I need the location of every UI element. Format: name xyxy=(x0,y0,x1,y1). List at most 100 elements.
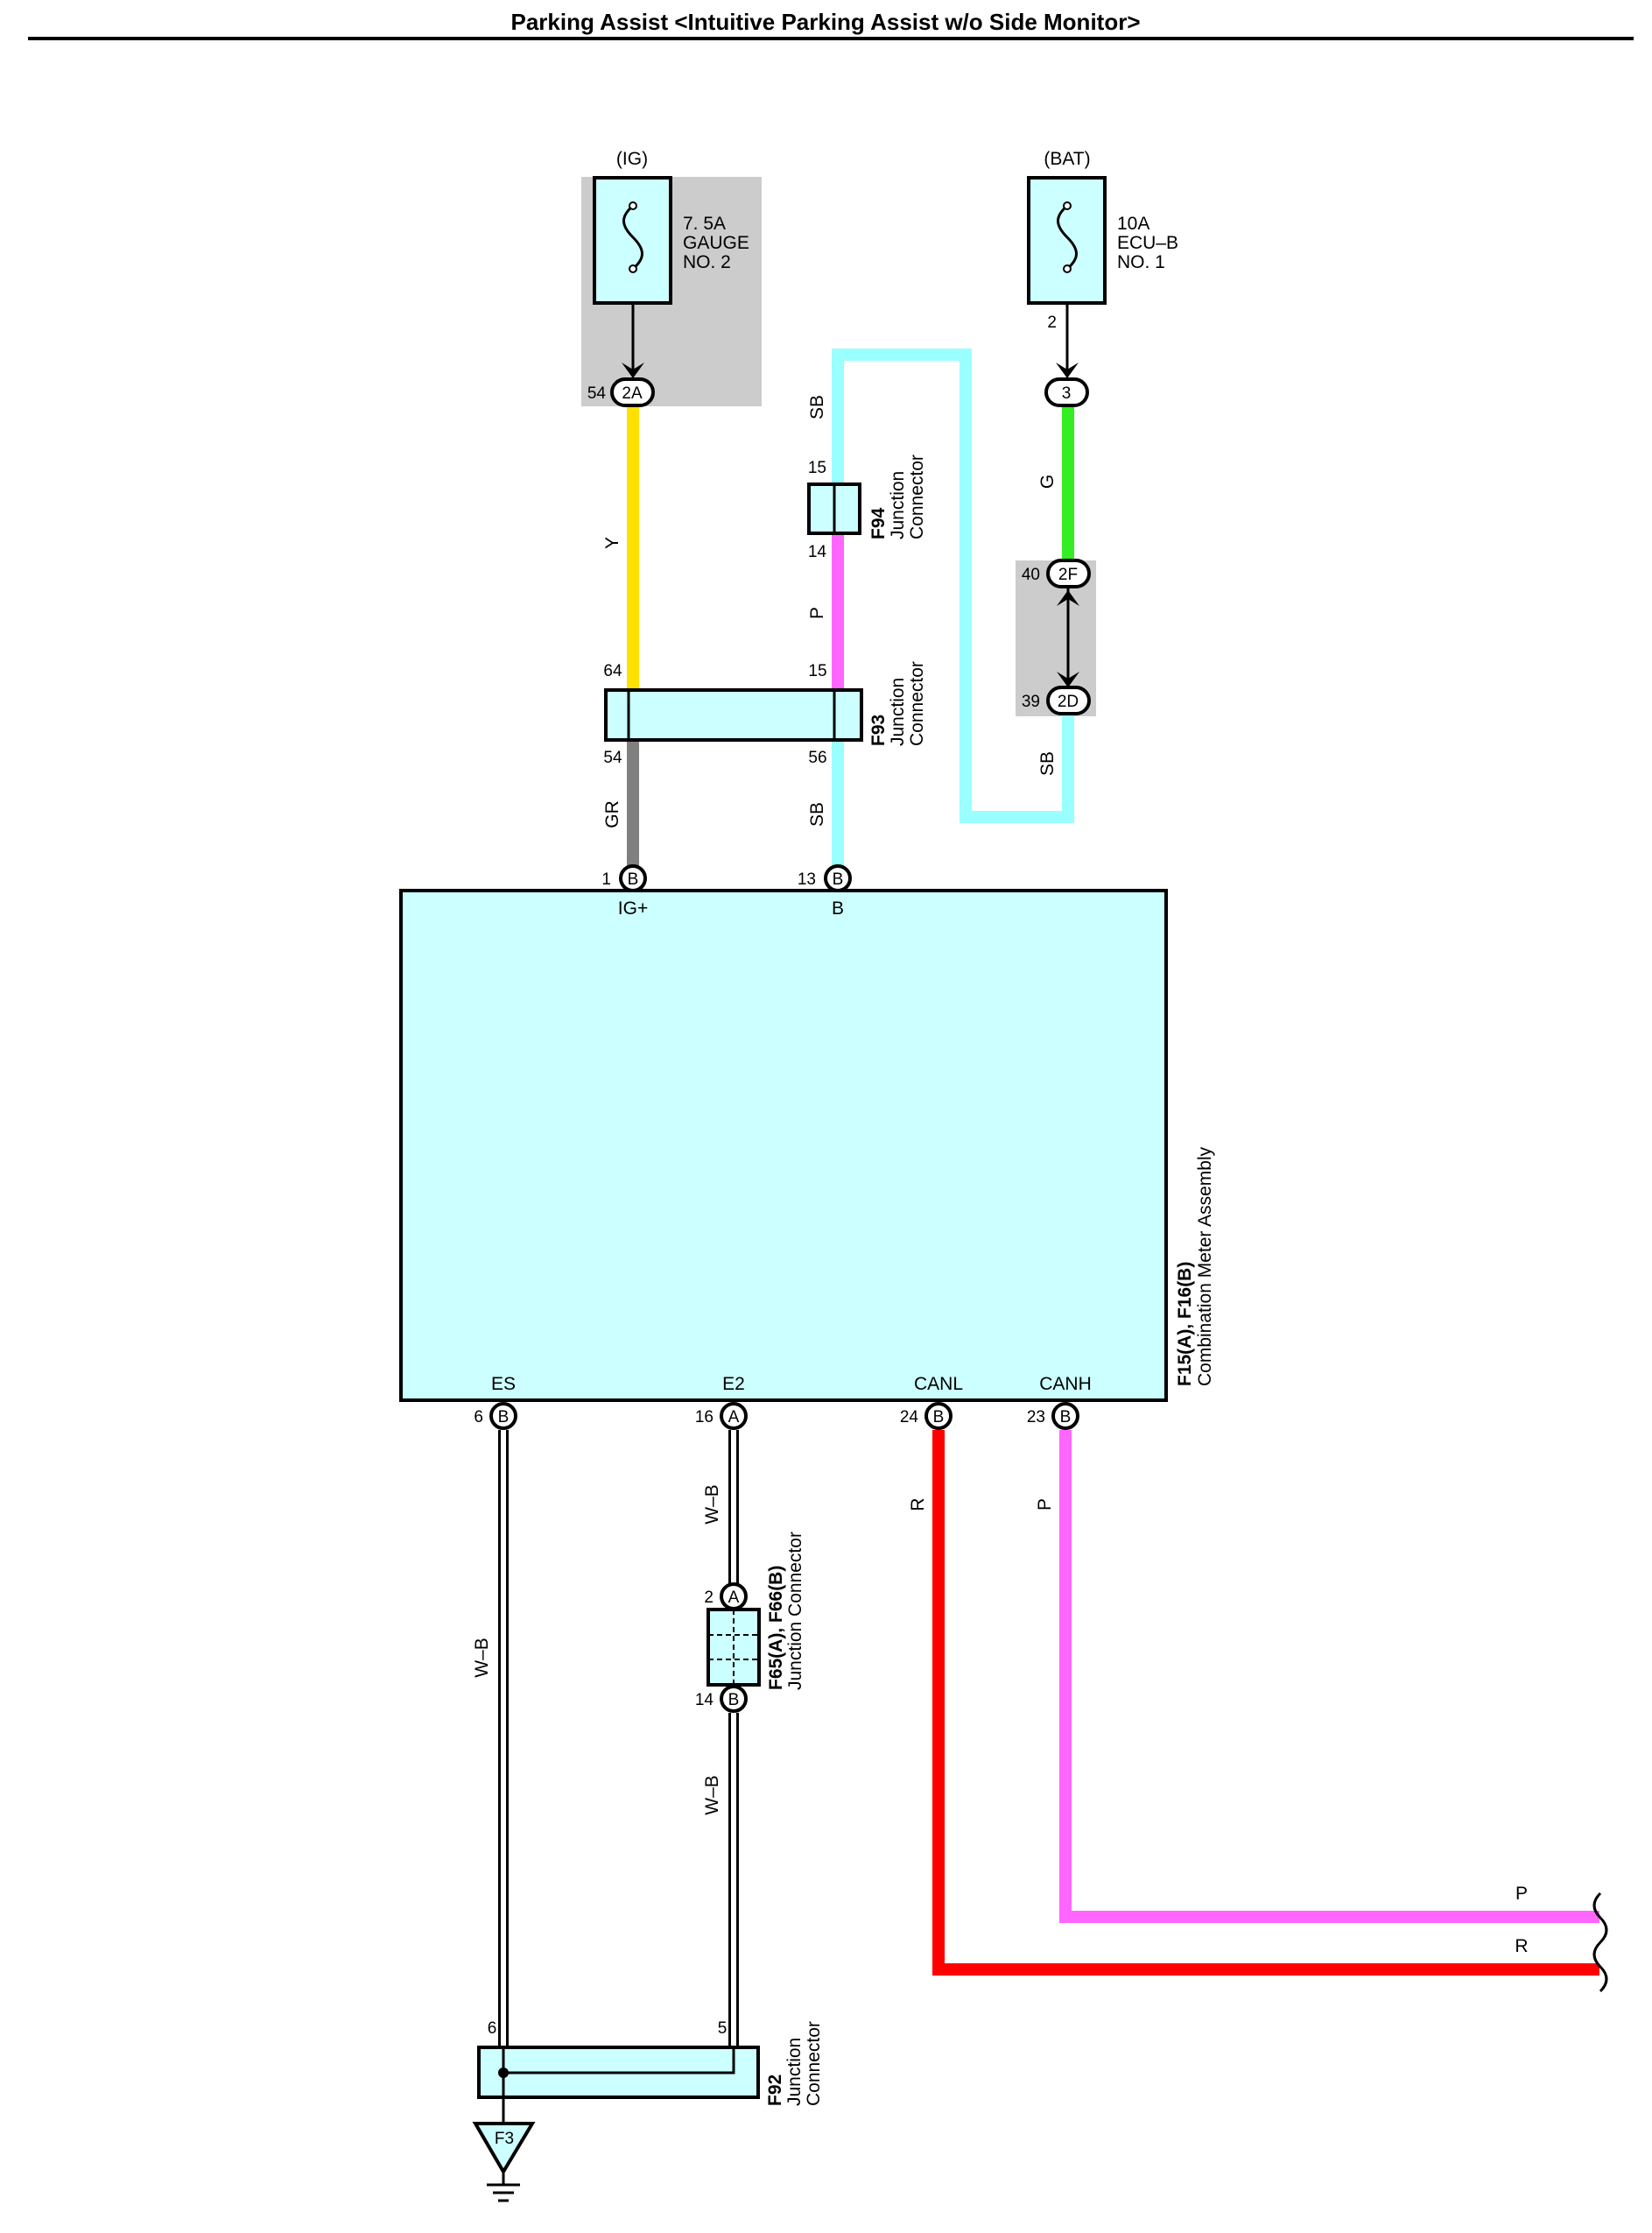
fuse-ecu-b-pin: 2 xyxy=(1047,313,1057,332)
fuse-ecu-b-rating: 10A xyxy=(1117,214,1149,234)
terminal-es-label: ES xyxy=(491,1374,516,1394)
terminal-f66-b-pin: 14 xyxy=(695,1691,714,1709)
fuse-gauge-name2: NO. 2 xyxy=(683,252,731,272)
connector-2a-pin: 54 xyxy=(587,384,607,403)
bat-source-label: (BAT) xyxy=(1044,149,1090,169)
connector-2f xyxy=(1046,559,1091,588)
connector-2d-code: 2D xyxy=(1058,693,1079,711)
terminal-canl-code: B xyxy=(933,1408,945,1426)
fuse-ecu-b-dot-bottom xyxy=(1063,264,1072,273)
combination-meter-assembly xyxy=(399,889,1168,1402)
wire-label-gr: GR xyxy=(602,800,622,828)
terminal-canh xyxy=(1051,1402,1079,1430)
wire-label-p-canh: P xyxy=(1035,1498,1055,1511)
diagram-title: Parking Assist <Intuitive Parking Assist… xyxy=(510,9,1140,35)
terminal-b xyxy=(824,864,852,892)
terminal-e2-code: A xyxy=(728,1408,740,1426)
wire-end-wave xyxy=(1592,1891,1608,1993)
fuse-ecu-b-element xyxy=(1057,204,1078,271)
connector-f92-pin-right: 5 xyxy=(718,2019,728,2038)
connector-f94-pin-top: 15 xyxy=(808,459,826,477)
connector-2d xyxy=(1046,686,1091,715)
wire-label-wb-e2-bottom: W–B xyxy=(702,1775,722,1815)
terminal-b-label: B xyxy=(832,898,844,919)
connector-f93-name1: Junction xyxy=(888,678,908,746)
fuse-gauge-element xyxy=(622,204,643,271)
connector-f93 xyxy=(604,688,863,742)
ground-f3-triangle xyxy=(472,2122,536,2175)
terminal-ig-label: IG+ xyxy=(618,898,648,919)
connector-3-code: 3 xyxy=(1062,384,1072,403)
connector-f92-splice-dot xyxy=(498,2067,509,2078)
terminal-canl-label: CANL xyxy=(914,1374,963,1394)
terminal-ig-pin: 1 xyxy=(601,870,611,889)
connector-f92-code: F92 xyxy=(765,2075,785,2106)
wire-p-canh xyxy=(1059,1430,1599,1923)
terminal-es-pin: 6 xyxy=(474,1408,483,1426)
terminal-canl xyxy=(924,1402,953,1430)
fuse-gauge xyxy=(593,176,672,305)
connector-f92-link xyxy=(503,2047,735,2075)
ig-source-label: (IG) xyxy=(616,149,648,169)
arrow-up-icon xyxy=(1057,590,1079,606)
fuse-gauge-dot-bottom xyxy=(629,264,637,273)
arrow-down-icon xyxy=(622,363,644,378)
meter-name: Combination Meter Assembly xyxy=(1195,1146,1215,1386)
terminal-canh-code: B xyxy=(1060,1408,1072,1426)
connector-2f-code: 2F xyxy=(1058,566,1078,584)
wire-sb-loop xyxy=(832,349,1074,823)
wire-label-r: R xyxy=(908,1497,928,1511)
terminal-ig-code: B xyxy=(628,870,639,889)
connector-f94-pin-bottom: 14 xyxy=(808,543,827,561)
terminal-e2-pin: 16 xyxy=(695,1408,714,1426)
connector-f94-code: F94 xyxy=(868,507,889,539)
connector-2a xyxy=(610,377,655,407)
wire-label-p-f94: P xyxy=(807,607,827,619)
connector-f93-pin-top-right: 15 xyxy=(808,662,826,680)
connector-f94-name1: Junction xyxy=(888,471,908,539)
wire-label-r-end: R xyxy=(1515,1936,1528,1956)
connector-2d-pin: 39 xyxy=(1022,693,1040,711)
arrow-down-icon xyxy=(1057,672,1079,687)
connector-3 xyxy=(1044,377,1089,407)
connector-2f-pin: 40 xyxy=(1022,566,1040,584)
connector-f92-pin-left: 6 xyxy=(488,2019,497,2038)
connector-f93-name2: Connector xyxy=(907,661,927,746)
wire-label-sb-mid: SB xyxy=(807,802,827,827)
connector-2a-code: 2A xyxy=(622,384,643,403)
terminal-e2-label: E2 xyxy=(722,1374,745,1394)
fuse-ecu-b-name1: ECU–B xyxy=(1117,233,1178,253)
terminal-canh-pin: 23 xyxy=(1027,1408,1045,1426)
terminal-b-code: B xyxy=(833,870,844,889)
wire-r xyxy=(932,1430,1599,1976)
terminal-e2 xyxy=(720,1402,748,1430)
terminal-canl-pin: 24 xyxy=(900,1408,919,1426)
fuse-gauge-name1: GAUGE xyxy=(683,233,749,253)
connector-f65-code: F65(A), F66(B) xyxy=(766,1566,786,1690)
meter-code: F15(A), F16(B) xyxy=(1175,1262,1195,1386)
wire-label-g: G xyxy=(1037,475,1058,489)
terminal-f66-b xyxy=(720,1685,748,1713)
connector-f93-pin-bottom-right: 56 xyxy=(808,749,826,767)
terminal-b-pin: 13 xyxy=(798,870,816,889)
connector-f94-name2: Connector xyxy=(907,454,927,539)
wire-label-wb-e2-top: W–B xyxy=(702,1484,722,1525)
fuse-ecu-b xyxy=(1027,176,1107,305)
connector-f65-name: Junction Connector xyxy=(785,1532,805,1690)
fuse-ecu-b-name2: NO. 1 xyxy=(1117,252,1165,272)
terminal-ig xyxy=(619,864,647,892)
connector-f93-pin-top-left: 64 xyxy=(603,662,622,680)
arrow-down-icon xyxy=(1056,363,1079,378)
connector-f93-pin-bottom-left: 54 xyxy=(603,749,622,767)
ground-f3-code: F3 xyxy=(495,2130,514,2148)
wire-label-sb-right: SB xyxy=(1037,751,1058,776)
fuse-gauge-dot-top xyxy=(629,201,637,210)
connector-f93-code: F93 xyxy=(868,715,889,746)
terminal-canh-label: CANH xyxy=(1039,1374,1092,1394)
connector-f92-name2: Connector xyxy=(804,2021,824,2106)
wire-label-p-end: P xyxy=(1515,1884,1528,1904)
wire-label-sb-top: SB xyxy=(807,395,827,419)
terminal-f66-b-code: B xyxy=(728,1691,740,1709)
terminal-es xyxy=(489,1402,517,1430)
